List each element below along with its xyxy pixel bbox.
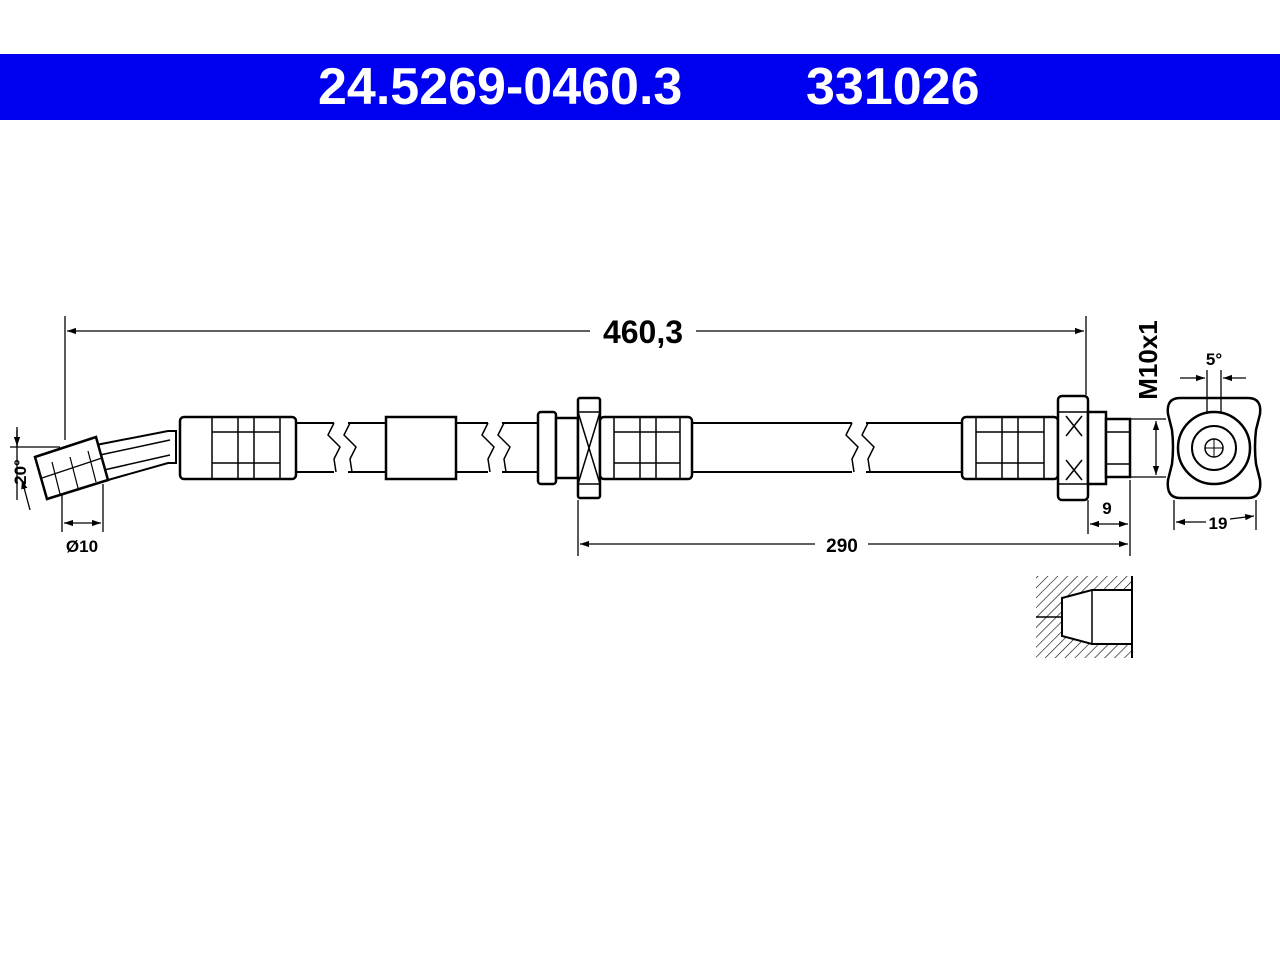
right-end-fitting	[960, 394, 1132, 502]
width-9-dimension	[1087, 500, 1128, 534]
bracket-mount	[536, 396, 694, 500]
end-view	[1166, 396, 1262, 500]
width-9-label: 9	[1102, 499, 1111, 518]
reference-number: 331026	[806, 58, 980, 116]
total-length-label: 460,3	[603, 314, 683, 350]
angle-20-label: 20°	[11, 459, 30, 485]
width-19-label: 19	[1209, 514, 1228, 533]
thread-dimension	[1130, 418, 1166, 478]
title-banner: 24.5269-0460.3 331026	[0, 54, 1280, 120]
section-detail	[1036, 576, 1133, 658]
partial-length-dimension	[577, 480, 1131, 556]
diameter-label: Ø10	[66, 537, 98, 556]
total-length-dimension	[64, 316, 1087, 440]
hose	[296, 422, 962, 473]
crimp-ferrule-left	[178, 415, 298, 481]
angle-dimension-20	[10, 427, 60, 511]
angle-5-label: 5°	[1206, 350, 1222, 369]
thread-label: M10x1	[1133, 320, 1163, 400]
angle-dimension-5	[1180, 370, 1246, 414]
part-number: 24.5269-0460.3	[318, 58, 683, 116]
diameter-dimension	[61, 484, 104, 532]
width-19-dimension	[1173, 500, 1257, 530]
left-angled-fitting	[33, 430, 177, 501]
partial-length-label: 290	[826, 536, 858, 557]
protective-sleeve	[384, 415, 458, 481]
